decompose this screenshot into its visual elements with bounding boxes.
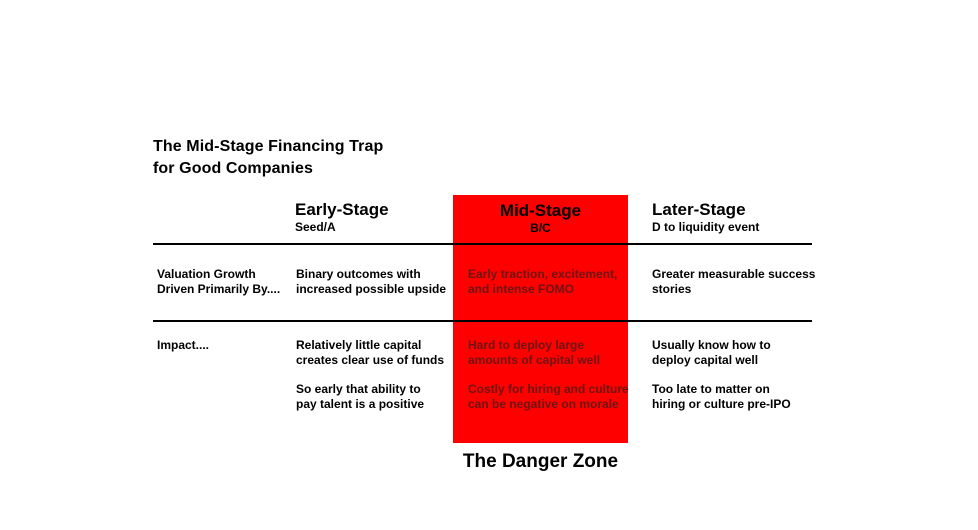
later-stage-sublabel: D to liquidity event	[652, 220, 760, 234]
column-header-mid-stage: Mid-Stage B/C	[453, 201, 628, 235]
column-header-early-stage: Early-Stage Seed/A	[295, 200, 389, 234]
column-header-later-stage: Later-Stage D to liquidity event	[652, 200, 759, 234]
cell-valuation-mid-stage: Early traction, excitement,and intense F…	[468, 267, 618, 296]
row-label-impact: Impact....	[157, 338, 210, 352]
mid-stage-label: Mid-Stage	[499, 201, 582, 220]
early-stage-label: Early-Stage	[295, 200, 389, 219]
row-divider-line	[153, 320, 812, 322]
header-divider-line	[153, 243, 812, 245]
danger-zone-caption: The Danger Zone	[462, 451, 619, 472]
danger-zone-highlight	[453, 195, 628, 443]
mid-stage-sublabel: B/C	[530, 221, 551, 235]
later-stage-label: Later-Stage	[652, 200, 746, 219]
early-stage-sublabel: Seed/A	[295, 220, 336, 234]
